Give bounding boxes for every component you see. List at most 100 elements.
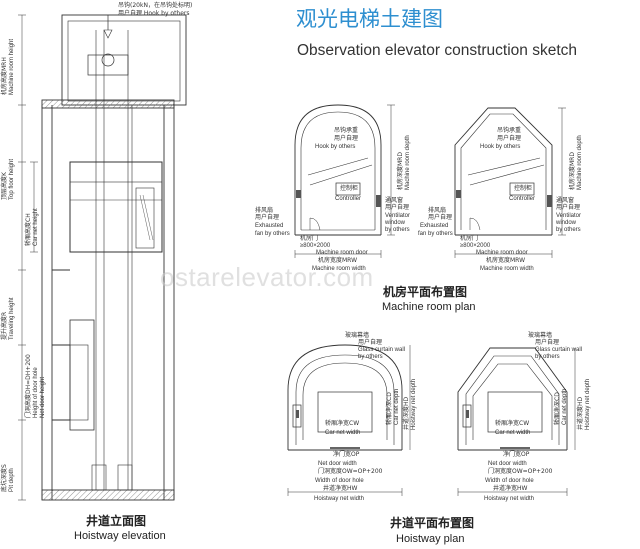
hp2-hoistway-depth-en: Hoistway net depth — [585, 378, 591, 430]
hp2-car-width-en: Car net width — [495, 430, 531, 436]
mr-controller-en: Controller — [335, 196, 362, 202]
hp2-car-depth-en: Car net depth — [562, 388, 568, 425]
hp2-door-hole-cn: 门洞宽度OW=OP+200 — [488, 468, 553, 475]
hp-door-hole-en: Width of door hole — [315, 478, 364, 484]
hp-door-width-en: Net door width — [318, 461, 357, 467]
hp-car-depth-en: Car net depth — [394, 388, 400, 425]
mr2-hook-en: Hook by others — [480, 144, 521, 150]
title-en: Observation elevator construction sketch — [297, 42, 577, 59]
mr2-controller-en: Controller — [509, 196, 536, 202]
hoistway-plan-caption-en: Hoistway plan — [396, 533, 465, 545]
machine-room-height-en: Machine room height — [9, 38, 15, 95]
car-height-cn: 轿厢高度CH — [25, 213, 32, 246]
pit-depth-cn: 底坑深度S — [1, 464, 8, 492]
mr2-ventilator-cn2: 用户自理 — [556, 204, 581, 211]
mr2-hook-cn: 吊钩承重 — [497, 127, 522, 134]
hoistway-plan-caption-cn: 井道平面布置图 — [390, 516, 475, 530]
mr2-exhaust-cn: 排风扇 — [428, 207, 447, 214]
mr-depth-cn: 机房深度MRD — [397, 152, 404, 190]
hp-door-hole-cn: 门洞宽度OW=OP+200 — [318, 468, 383, 475]
hoistway-plan-left — [287, 344, 411, 496]
mr2-exhaust-cn2: 用户自理 — [428, 214, 453, 221]
mr-width-en: Machine room width — [312, 266, 366, 272]
top-floor-height-cn: 顶层高度K — [1, 172, 8, 200]
mr2-width-cn: 机房宽度MRW — [486, 257, 526, 264]
title-cn: 观光电梯土建图 — [296, 7, 443, 31]
mr-hook-en: Hook by others — [315, 144, 356, 150]
mr-width-cn: 机房宽度MRW — [318, 257, 358, 264]
mr-ventilator-en3: by others — [385, 227, 410, 233]
top-floor-height-en: Top floor height — [9, 158, 15, 200]
mr2-door-size: ≥800×2000 — [460, 243, 491, 249]
mr-door-size: ≥800×2000 — [300, 243, 331, 249]
car-plan-right — [487, 391, 543, 433]
mr-controller-cn: 控制柜 — [340, 185, 359, 192]
watermark: ostarelevator.com — [160, 262, 374, 292]
machine-room-plan-caption-cn: 机房平面布置图 — [383, 285, 468, 299]
mr2-depth-en: Machine room depth — [577, 135, 583, 190]
mr-door-cn: 机房门 — [300, 235, 319, 242]
hoistway-plan-right — [457, 347, 576, 496]
hp-hoistway-width-en: Hoistway net width — [314, 496, 365, 502]
mr-exhaust-en1: Exhausted — [255, 223, 284, 229]
traveling-height-en: Traveling height — [9, 297, 15, 340]
mr-ventilator-en1: Ventilator — [385, 213, 411, 219]
mr2-ventilator-en1: Ventilator — [556, 213, 582, 219]
hoistway-elevation-caption-cn: 井道立面图 — [86, 514, 147, 528]
hp2-glass-cn2: 用户自理 — [535, 339, 560, 346]
mr-exhaust-cn: 排风扇 — [255, 207, 274, 214]
mr2-ventilator-cn: 通风窗 — [556, 197, 575, 204]
hp-car-depth-cn: 轿厢净深CD — [386, 392, 393, 425]
hp2-door-width-cn: 净门宽OP — [503, 451, 530, 458]
mr-ventilator-cn2: 用户自理 — [385, 204, 410, 211]
pit-floor — [41, 489, 175, 501]
machine-room-outline — [61, 14, 187, 106]
mr2-depth-cn: 机房深度MRD — [569, 152, 576, 190]
mr2-controller-cn: 控制柜 — [514, 185, 533, 192]
hp-hoistway-depth-en: Hoistway net depth — [411, 378, 417, 430]
traveling-height-cn: 提升高度R — [1, 311, 8, 340]
hp2-car-width-cn: 轿厢净宽CW — [495, 420, 530, 427]
hp-hoistway-width-cn: 井道净宽HW — [323, 485, 358, 492]
mr2-exhaust-en2: fan by others — [418, 231, 453, 237]
hp-glass-en2: by others — [358, 354, 383, 360]
mr-exhaust-en2: fan by others — [255, 231, 290, 237]
machine-room-plan-right — [454, 107, 566, 258]
machine-room-plan-left — [294, 104, 395, 258]
car-plan-left — [317, 391, 373, 433]
hp2-glass-en1: Glass curtain wall — [535, 347, 583, 353]
mr-depth-en: Machine room depth — [405, 135, 411, 190]
hp2-hoistway-width-en: Hoistway net width — [484, 496, 535, 502]
mr2-ventilator-en3: by others — [556, 227, 581, 233]
mr-hook-cn: 吊钩承重 — [334, 127, 359, 134]
hp-glass-cn: 玻璃幕墙 — [345, 332, 370, 339]
hp2-car-depth-cn: 轿厢净深CD — [554, 392, 561, 425]
hook-label-cn: 吊钩(20kN，在吊钩处标明) — [118, 2, 193, 9]
car-height-en: Car net height — [33, 208, 39, 246]
mr-hook-cn2: 用户自理 — [334, 135, 359, 142]
machine-room-plan-caption-en: Machine room plan — [382, 301, 476, 313]
mr-ventilator-en2: window — [385, 220, 406, 226]
mr2-width-en: Machine room width — [480, 266, 534, 272]
mr-exhaust-cn2: 用户自理 — [255, 214, 280, 221]
hp2-door-hole-en: Width of door hole — [485, 478, 534, 484]
mr2-door-en: Machine room door — [476, 250, 528, 256]
hp-hoistway-depth-cn: 井道深度HD — [403, 396, 410, 430]
hp-car-width-en: Car net width — [325, 430, 361, 436]
mr-ventilator-cn: 通风窗 — [385, 197, 404, 204]
machine-room-height-cn: 机房高度MRH — [1, 57, 8, 95]
hoistway-elevation-drawing — [18, 14, 187, 501]
mr-door-en: Machine room door — [316, 250, 368, 256]
mr2-door-cn: 机房门 — [460, 235, 479, 242]
hp2-glass-en2: by others — [535, 354, 560, 360]
hp-glass-cn2: 用户自理 — [358, 339, 383, 346]
net-door-height-en: Net door height — [40, 376, 46, 418]
hp2-glass-cn: 玻璃幕墙 — [528, 332, 553, 339]
mr2-hook-cn2: 用户自理 — [497, 135, 522, 142]
hp-glass-en1: Glass curtain wall — [358, 347, 406, 353]
hook-label-en: 用户自理 Hook by others — [118, 10, 190, 17]
controller-box — [335, 182, 361, 196]
counterweight — [69, 319, 95, 431]
hp-car-width-cn: 轿厢净宽CW — [325, 420, 360, 427]
